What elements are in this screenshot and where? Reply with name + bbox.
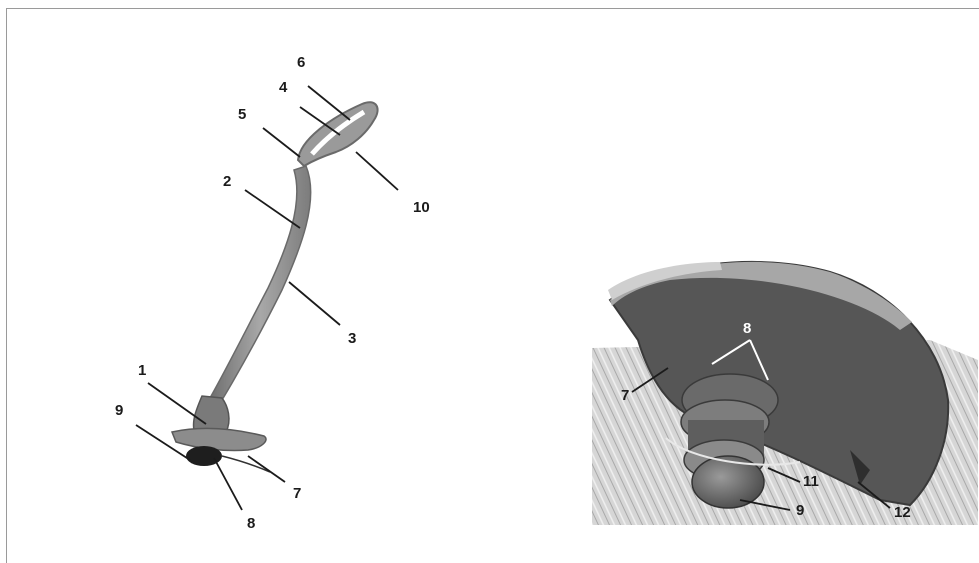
- closeup-callout-7: 7: [621, 387, 629, 404]
- callout-5: 5: [238, 106, 246, 123]
- left-leader-lines: [135, 85, 399, 511]
- callout-10: 10: [413, 199, 430, 216]
- callout-8: 8: [247, 515, 255, 532]
- callout-9: 9: [115, 402, 123, 419]
- closeup-callout-12: 12: [894, 504, 911, 521]
- callout-4: 4: [279, 79, 288, 96]
- cutting-head-illustration: [592, 260, 978, 525]
- frame-top-border: [6, 8, 979, 9]
- trimmer-spool-head: [186, 446, 222, 466]
- frame-left-border: [6, 8, 7, 563]
- callout-1: 1: [138, 362, 146, 379]
- callout-2: 2: [223, 173, 231, 190]
- callout-3: 3: [348, 330, 356, 347]
- closeup-callout-9: 9: [796, 502, 804, 519]
- callout-6: 6: [297, 54, 305, 71]
- right-white-leader-lines: [711, 339, 769, 381]
- right-leader-lines: [631, 367, 891, 511]
- left-callout-labels: 6 4 5 2 10 3 1 9 7 8: [115, 54, 430, 532]
- closeup-callout-8: 8: [743, 320, 751, 337]
- callout-7: 7: [293, 485, 301, 502]
- closeup-callout-11: 11: [803, 473, 819, 490]
- right-callout-labels: 8 7 11 9 12: [621, 320, 911, 521]
